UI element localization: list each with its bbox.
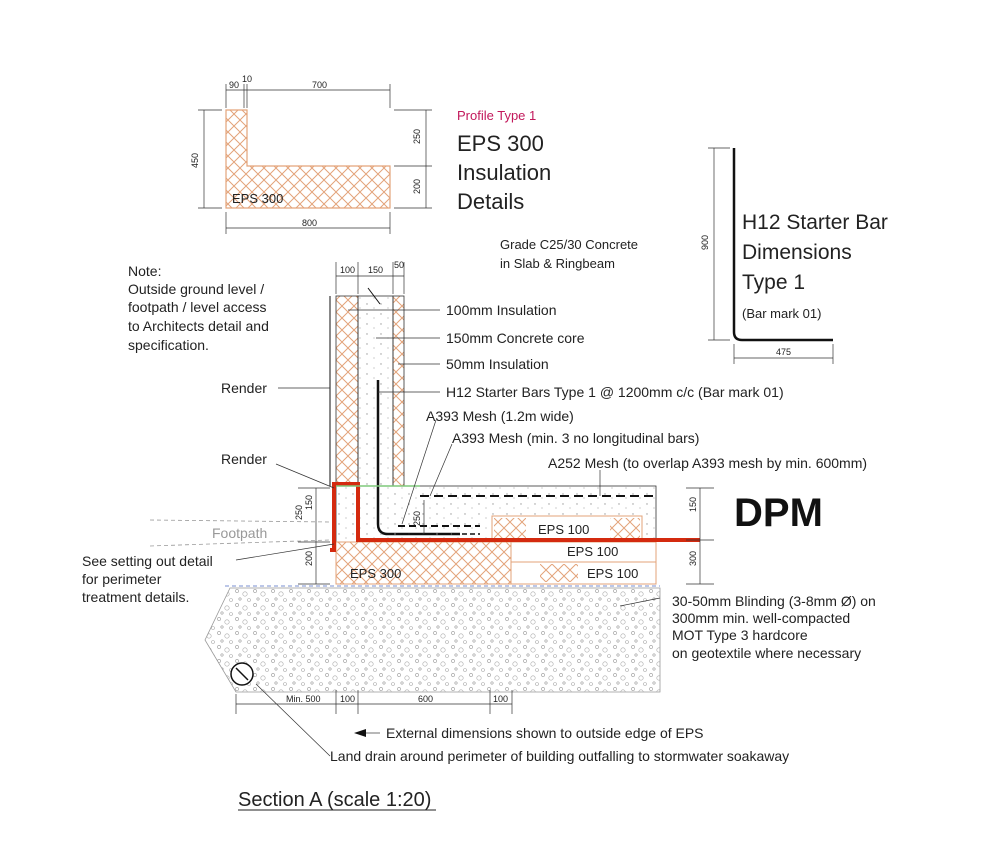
bottom-dim-b: 100 bbox=[340, 694, 355, 704]
blinding-line-1: 30-50mm Blinding (3-8mm Ø) on bbox=[672, 593, 876, 609]
left-dim-a: 250 bbox=[294, 505, 304, 520]
footpath-label: Footpath bbox=[212, 525, 267, 541]
profile-title-1: EPS 300 bbox=[457, 131, 544, 156]
label-mesh1: A393 Mesh (1.2m wide) bbox=[426, 408, 574, 424]
setting-line-1: See setting out detail bbox=[82, 553, 213, 569]
blinding-line-3: MOT Type 3 hardcore bbox=[672, 627, 808, 643]
blinding-line-2: 300mm min. well-compacted bbox=[672, 610, 850, 626]
bar-dim-height: 900 bbox=[700, 235, 710, 250]
wall-insulation-50 bbox=[392, 295, 405, 487]
wall-concrete-core bbox=[357, 295, 394, 487]
profile-dim-left: 450 bbox=[190, 153, 200, 168]
blinding-line-4: on geotextile where necessary bbox=[672, 645, 861, 661]
grade-line-2: in Slab & Ringbeam bbox=[500, 256, 615, 271]
bar-dim-leg: 475 bbox=[776, 347, 791, 357]
eps100-label-b: EPS 100 bbox=[567, 544, 618, 559]
note-line-5: specification. bbox=[128, 337, 209, 353]
footer-drain: Land drain around perimeter of building … bbox=[330, 748, 789, 764]
bottom-dim-a: Min. 500 bbox=[286, 694, 321, 704]
section-caption: Section A (scale 1:20) bbox=[238, 789, 431, 811]
bar-title-2: Dimensions bbox=[742, 241, 852, 264]
bar-title-1: H12 Starter Bar bbox=[742, 211, 888, 234]
left-dims: 250 150 200 bbox=[294, 487, 330, 585]
slab-section: 250 EPS 100 EPS 100 EPS 100 EPS 300 bbox=[330, 482, 700, 585]
eps100-label-a: EPS 100 bbox=[538, 522, 589, 537]
bottom-dims: Min. 500 100 600 100 bbox=[235, 690, 513, 714]
profile-type-label: Profile Type 1 bbox=[457, 108, 536, 123]
wall-dim-b: 150 bbox=[368, 265, 383, 275]
label-mesh3: A252 Mesh (to overlap A393 mesh by min. … bbox=[548, 455, 867, 471]
profile-dim-top-c: 700 bbox=[312, 80, 327, 90]
profile-dim-top-a: 90 bbox=[229, 80, 239, 90]
eps300-label: EPS 300 bbox=[350, 566, 401, 581]
starter-bar-detail: 900 475 H12 Starter Bar Dimensions Type … bbox=[700, 147, 888, 364]
profile-fill-label: EPS 300 bbox=[232, 191, 283, 206]
footer-external: External dimensions shown to outside edg… bbox=[386, 725, 704, 741]
setting-line-2: for perimeter bbox=[82, 571, 162, 587]
label-core150: 150mm Concrete core bbox=[446, 330, 585, 346]
bar-subtitle: (Bar mark 01) bbox=[742, 306, 821, 321]
wall-dim-c: 50 bbox=[394, 260, 404, 270]
eps100-label-c: EPS 100 bbox=[587, 566, 638, 581]
starter-bar-shape bbox=[732, 148, 833, 342]
dpm-membrane bbox=[330, 482, 700, 552]
label-starter: H12 Starter Bars Type 1 @ 1200mm c/c (Ba… bbox=[446, 384, 784, 400]
label-render-2: Render bbox=[221, 451, 267, 467]
grade-line-1: Grade C25/30 Concrete bbox=[500, 237, 638, 252]
label-ins50: 50mm Insulation bbox=[446, 356, 549, 372]
bottom-dim-c: 600 bbox=[418, 694, 433, 704]
profile-dim-right-top: 250 bbox=[412, 129, 422, 144]
note-line-2: Outside ground level / bbox=[128, 281, 264, 297]
eps300-profile-shape bbox=[225, 109, 391, 209]
eps300-ringbeam bbox=[335, 541, 512, 585]
label-ins100: 100mm Insulation bbox=[446, 302, 557, 318]
setting-line-3: treatment details. bbox=[82, 589, 189, 605]
profile-dim-right-bottom: 200 bbox=[412, 179, 422, 194]
left-dim-c: 200 bbox=[304, 551, 314, 566]
right-dim-a: 150 bbox=[688, 497, 698, 512]
left-dim-b: 150 bbox=[304, 495, 314, 510]
note-line-3: footpath / level access bbox=[128, 299, 267, 315]
note-line-1: Note: bbox=[128, 263, 161, 279]
bar-title-3: Type 1 bbox=[742, 271, 805, 294]
dpm-label: DPM bbox=[734, 491, 823, 535]
callouts: 100mm Insulation 150mm Concrete core 50m… bbox=[221, 302, 867, 757]
label-render-1: Render bbox=[221, 380, 267, 396]
bottom-dim-d: 100 bbox=[493, 694, 508, 704]
inner-dim: 250 bbox=[412, 511, 422, 526]
right-dim-b: 300 bbox=[688, 551, 698, 566]
profile-type-1: EPS 300 90 10 700 450 250 200 800 Profil… bbox=[190, 74, 551, 234]
profile-dim-bottom: 800 bbox=[302, 218, 317, 228]
note-block: Note: Outside ground level / footpath / … bbox=[128, 263, 269, 353]
profile-title-2: Insulation bbox=[457, 160, 551, 185]
note-line-4: to Architects detail and bbox=[128, 318, 269, 334]
profile-title-3: Details bbox=[457, 189, 524, 214]
hardcore-layer bbox=[204, 587, 661, 693]
profile-dim-top-b: 10 bbox=[242, 74, 252, 84]
label-mesh2: A393 Mesh (min. 3 no longitudinal bars) bbox=[452, 430, 699, 446]
right-dims: 150 300 bbox=[686, 487, 714, 585]
wall-dim-a: 100 bbox=[340, 265, 355, 275]
wall-insulation-100 bbox=[335, 295, 359, 487]
